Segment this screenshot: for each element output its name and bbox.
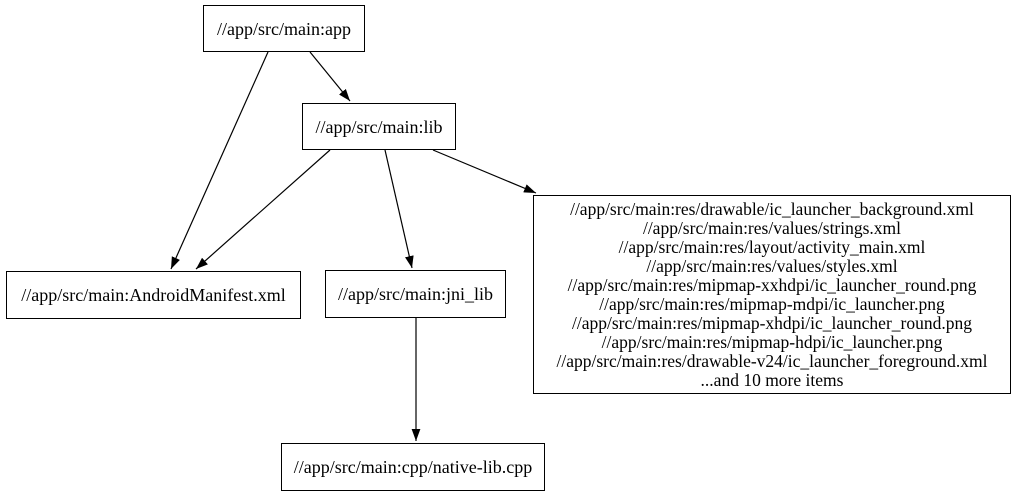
res-file-line: //app/src/main:res/values/styles.xml bbox=[646, 255, 898, 276]
res-file-line: //app/src/main:res/drawable/ic_launcher_… bbox=[570, 198, 974, 219]
res-more-items-line: ...and 10 more items bbox=[700, 369, 844, 390]
node-cpp-native-lib: //app/src/main:cpp/native-lib.cpp bbox=[281, 443, 545, 491]
edge-lib-to-res-group bbox=[432, 149, 537, 194]
node-jni-lib-label: //app/src/main:jni_lib bbox=[338, 284, 493, 304]
node-lib: //app/src/main:lib bbox=[302, 103, 456, 150]
res-file-line: //app/src/main:res/mipmap-mdpi/ic_launch… bbox=[599, 293, 945, 314]
edge-app-to-androidmanifest bbox=[170, 51, 269, 270]
res-file-line: //app/src/main:res/mipmap-xxhdpi/ic_laun… bbox=[567, 274, 977, 295]
edge-app-to-lib bbox=[309, 51, 351, 102]
node-androidmanifest: //app/src/main:AndroidManifest.xml bbox=[6, 271, 301, 319]
res-file-line: //app/src/main:res/drawable-v24/ic_launc… bbox=[556, 350, 988, 371]
edge-lib-to-androidmanifest bbox=[195, 149, 331, 270]
node-lib-label: //app/src/main:lib bbox=[315, 116, 443, 137]
res-file-line: //app/src/main:res/mipmap-xhdpi/ic_launc… bbox=[572, 312, 972, 333]
res-file-line: //app/src/main:res/values/strings.xml bbox=[642, 217, 902, 238]
node-jni-lib: //app/src/main:jni_lib bbox=[325, 270, 506, 318]
res-file-line: //app/src/main:res/layout/activity_main.… bbox=[618, 236, 926, 257]
node-app-label: //app/src/main:app bbox=[217, 18, 351, 39]
node-res-group: //app/src/main:res/drawable/ic_launcher_… bbox=[533, 195, 1011, 394]
res-file-line: //app/src/main:res/mipmap-hdpi/ic_launch… bbox=[601, 331, 943, 352]
node-app: //app/src/main:app bbox=[203, 5, 365, 52]
node-androidmanifest-label: //app/src/main:AndroidManifest.xml bbox=[21, 285, 286, 305]
edge-lib-to-jni-lib bbox=[384, 149, 414, 269]
node-cpp-native-lib-label: //app/src/main:cpp/native-lib.cpp bbox=[293, 457, 533, 477]
